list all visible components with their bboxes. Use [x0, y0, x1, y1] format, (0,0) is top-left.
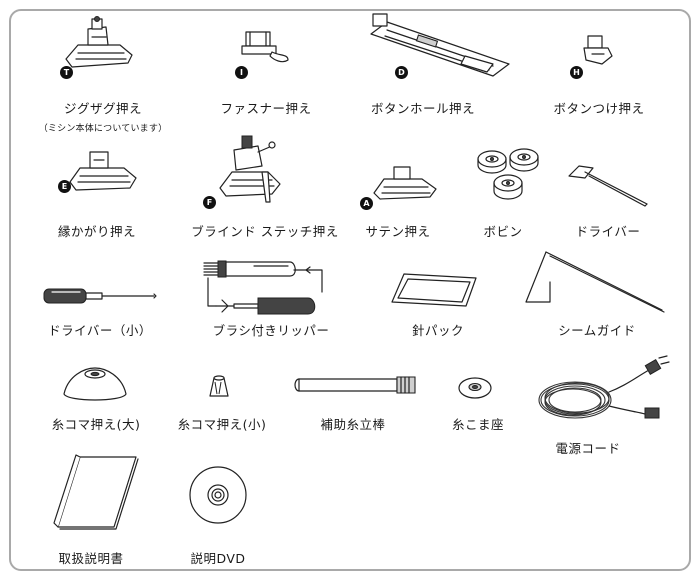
spool-cap-small-icon [209, 375, 229, 397]
screwdriver-small-label: ドライバー（小） [48, 323, 152, 338]
bobbin-icon [477, 148, 539, 200]
seam-guide-label: シームガイド [558, 323, 636, 338]
zigzag-foot-label: ジグザグ押え [63, 101, 143, 116]
power-cord-icon [538, 355, 670, 419]
zipper-foot-icon [241, 31, 289, 63]
zipper-foot-label: ファスナー押え [220, 101, 312, 116]
screwdriver-small-icon [43, 288, 157, 304]
buttonhole-foot-icon [370, 13, 510, 77]
satin-foot-label: サテン押え [365, 224, 431, 239]
aux-spool-pin-label: 補助糸立棒 [320, 417, 386, 432]
bobbins-label: ボビン [483, 224, 523, 239]
badge-h: H [570, 66, 583, 79]
buttonhole-foot-label: ボタンホール押え [370, 101, 476, 116]
zigzag-foot-note: （ミシン本体についています） [38, 124, 168, 134]
button-sewing-foot-label: ボタンつけ押え [553, 101, 645, 116]
badge-t: T [60, 66, 73, 79]
badge-a: A [360, 197, 373, 210]
spool-felt-icon [458, 377, 492, 399]
badge-e: E [58, 180, 71, 193]
power-cord-label: 電源コード [555, 441, 621, 456]
screwdriver-disc-label: ドライバー [575, 224, 641, 239]
seam-guide-icon [525, 251, 665, 313]
screwdriver-disc-icon [568, 165, 648, 207]
spool-felt-label: 糸こま座 [451, 417, 505, 432]
badge-d: D [395, 66, 408, 79]
brush-seam-ripper-label: ブラシ付きリッパー [212, 323, 330, 338]
badge-f: F [203, 196, 216, 209]
zigzag-foot-icon [65, 16, 133, 68]
manual-book-icon [53, 454, 139, 530]
blind-stitch-foot-label: ブラインド ステッチ押え [191, 224, 339, 239]
blind-stitch-foot-icon [219, 135, 281, 203]
seam-ripper-icon [203, 260, 323, 315]
dvd-label: 説明DVD [190, 551, 246, 566]
aux-spool-pin-icon [294, 376, 416, 394]
needle-pack-icon [391, 273, 477, 307]
badge-i: I [235, 66, 248, 79]
spool-cap-large-label: 糸コマ押え(大) [51, 417, 141, 432]
dvd-disc-icon [189, 466, 247, 524]
overcasting-foot-icon [69, 151, 137, 191]
button-sewing-foot-icon [583, 35, 613, 65]
satin-foot-icon [373, 166, 437, 200]
overcasting-foot-label: 縁かがり押え [57, 224, 137, 239]
spool-cap-small-label: 糸コマ押え(小) [177, 417, 267, 432]
needle-pack-label: 針パック [411, 323, 465, 338]
manual-label: 取扱説明書 [58, 551, 124, 566]
spool-cap-large-icon [63, 367, 127, 401]
